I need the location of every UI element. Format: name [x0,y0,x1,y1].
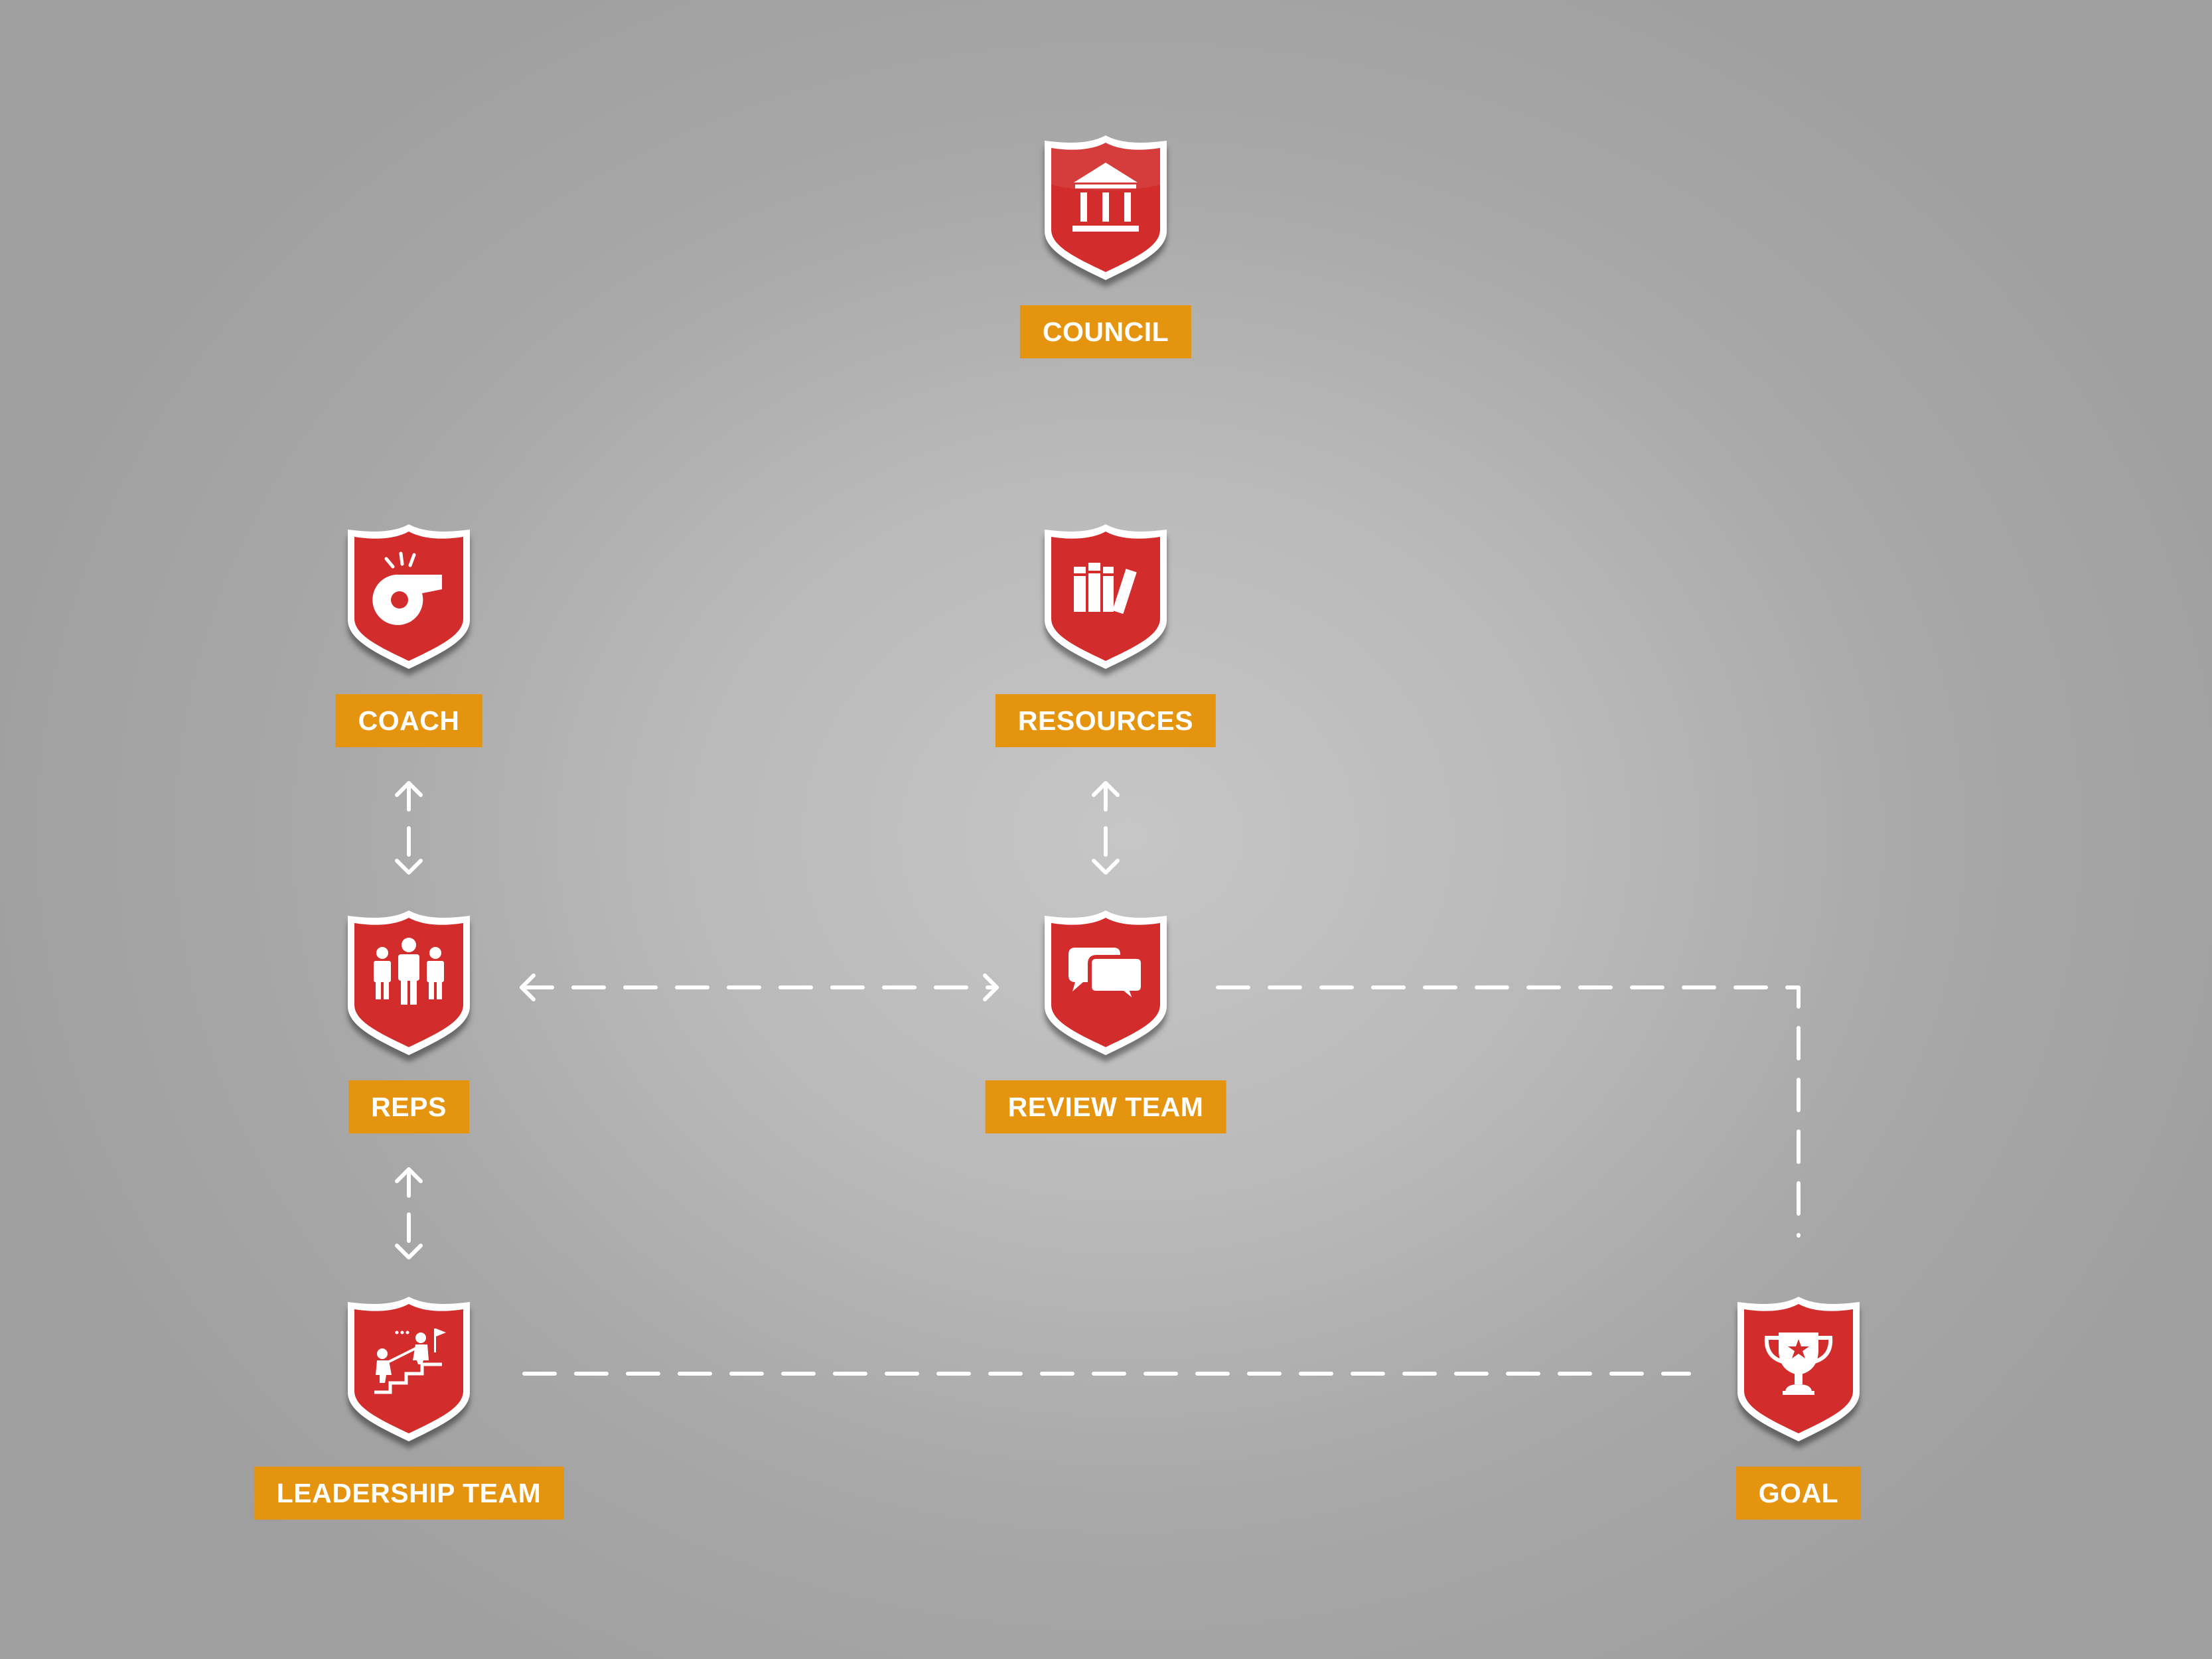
government-building-icon [1045,135,1167,280]
resources-shield [1039,520,1172,673]
trophy-icon [1737,1297,1860,1441]
node-reps[interactable]: REPS [269,906,548,1145]
node-coach[interactable]: COACH [269,520,548,759]
connector-reps-leadership-team [395,1167,423,1260]
speech-bubbles-icon [1045,910,1167,1055]
node-council[interactable]: COUNCIL [966,131,1245,370]
council-shield [1039,131,1172,284]
connector-coach-reps [395,781,423,875]
node-label: REVIEW TEAM [985,1080,1226,1133]
node-goal[interactable]: GOAL [1659,1293,1938,1532]
whistle-icon [348,524,470,669]
books-icon [1045,524,1167,669]
node-review-team[interactable]: REVIEW TEAM [966,906,1245,1145]
node-label: GOAL [1735,1467,1862,1520]
goal-shield [1732,1293,1865,1445]
people-group-icon [348,910,470,1055]
node-label: REPS [348,1080,469,1133]
coach-shield [342,520,475,673]
node-label: COUNCIL [1019,305,1192,358]
connector-review-team-goal [1216,985,1801,1238]
node-label: COACH [335,694,482,747]
reps-shield [342,906,475,1059]
review-team-shield [1039,906,1172,1059]
leadership-team-shield [342,1293,475,1445]
node-leadership-team[interactable]: LEADERSHIP TEAM [254,1293,564,1532]
node-resources[interactable]: RESOURCES [966,520,1245,759]
climbing-stairs-icon [348,1297,470,1441]
node-label: LEADERSHIP TEAM [254,1467,564,1520]
connector-resources-review-team [1092,781,1120,875]
node-label: RESOURCES [995,694,1217,747]
connector-reps-review-team [520,974,999,1001]
